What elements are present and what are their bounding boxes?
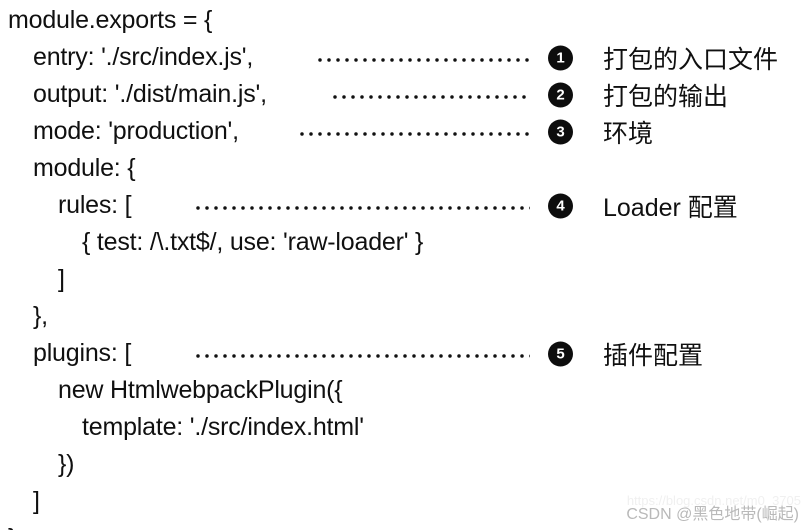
watermark: CSDN @黑色地带(崛起) (626, 506, 799, 523)
code-line-text: module.exports = { (8, 6, 213, 35)
annotation-list: 1 打包的入口文件 2 打包的输出 3 环境 4 Loader 配置 5 插件配置 (530, 0, 811, 530)
line-entry: entry: './src/index.js', (0, 39, 530, 76)
code-line-text: }) (58, 450, 75, 479)
line-plugins-close: ] (0, 483, 530, 520)
numbered-bullet-icon: 3 (548, 119, 573, 145)
annotation-label: Loader 配置 (603, 194, 738, 222)
line-rules-open: rules: [ (0, 187, 530, 224)
anno-5: 5 插件配置 (530, 335, 811, 373)
line-test-rule: { test: /\.txt$/, use: 'raw-loader' } (0, 224, 530, 261)
line-plugins-open: plugins: [ (0, 335, 530, 372)
code-line-text: rules: [ (58, 191, 132, 220)
code-line-text: ] (33, 487, 40, 516)
line-module-open: module: { (0, 150, 530, 187)
line-module-exports: module.exports = { (0, 2, 530, 39)
anno-1: 1 打包的入口文件 (530, 39, 811, 77)
line-output: output: './dist/main.js', (0, 76, 530, 113)
numbered-bullet-icon: 5 (548, 341, 573, 367)
anno-3: 3 环境 (530, 113, 811, 151)
anno-4: 4 Loader 配置 (530, 187, 811, 225)
leader-mode (300, 132, 530, 136)
code-line-text: entry: './src/index.js', (33, 43, 254, 72)
code-line-text: }; (8, 520, 23, 530)
leader-rules (196, 206, 530, 210)
line-rules-close: ] (0, 261, 530, 298)
code-line-text: output: './dist/main.js', (33, 80, 267, 109)
line-plugin-close: }) (0, 446, 530, 483)
code-line-text: { test: /\.txt$/, use: 'raw-loader' } (82, 228, 424, 257)
code-line-text: template: './src/index.html' (82, 413, 364, 442)
code-line-text: ] (58, 265, 65, 294)
numbered-bullet-icon: 4 (548, 193, 573, 219)
annotation-label: 打包的入口文件 (603, 46, 779, 74)
annotation-label: 环境 (603, 120, 654, 148)
numbered-bullet-icon: 1 (548, 45, 573, 71)
line-template: template: './src/index.html' (0, 409, 530, 446)
annotation-label: 打包的输出 (603, 83, 729, 111)
leader-plugins (196, 354, 530, 358)
annotation-label: 插件配置 (603, 342, 704, 370)
code-line-text: plugins: [ (33, 339, 132, 368)
anno-2: 2 打包的输出 (530, 76, 811, 114)
code-line-text: module: { (33, 154, 136, 183)
line-new-plugin: new HtmlwebpackPlugin({ (0, 372, 530, 409)
line-end: }; (0, 520, 530, 530)
code-line-text: }, (33, 302, 48, 331)
code-line-text: mode: 'production', (33, 117, 239, 146)
line-mode: mode: 'production', (0, 113, 530, 150)
leader-output (333, 95, 530, 99)
code-line-text: new HtmlwebpackPlugin({ (58, 376, 343, 405)
watermark-ghost-text: https://blog.csdn.net/m0_3705 (626, 493, 801, 508)
line-module-close: }, (0, 298, 530, 335)
numbered-bullet-icon: 2 (548, 82, 573, 108)
code-block: module.exports = { entry: './src/index.js… (0, 2, 530, 530)
leader-entry (318, 58, 530, 62)
